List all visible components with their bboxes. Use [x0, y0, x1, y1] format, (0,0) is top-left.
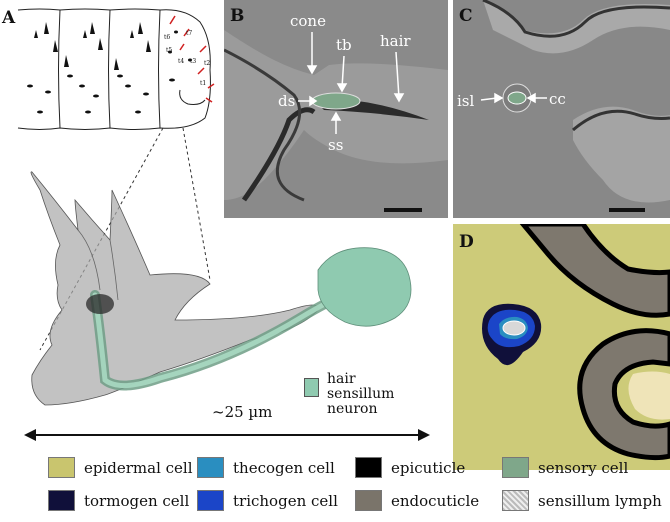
legend-label: trichogen cell	[233, 491, 338, 510]
legend-swatch	[502, 457, 529, 478]
label-hair: hair	[380, 32, 411, 50]
panel-b: B cone tb hair ds ss	[224, 0, 448, 218]
model-legend-label: hair sensillum neuron	[327, 371, 395, 417]
panel-c-arrows	[480, 92, 547, 104]
marker-t4: t4	[178, 58, 185, 65]
label-cc: cc	[549, 90, 566, 108]
marker-t5: t5	[166, 47, 173, 54]
legend-label: epicuticle	[391, 458, 466, 477]
label-ds: ds	[278, 92, 296, 110]
segmentation-map	[453, 224, 670, 470]
legend-item-trichogen-cell: trichogen cell	[197, 490, 338, 511]
panel-d-label: D	[459, 232, 474, 252]
em-image-cross-section	[453, 0, 670, 218]
label-ss: ss	[328, 136, 344, 154]
label-cone: cone	[290, 12, 326, 30]
legend-item-epidermal-cell: epidermal cell	[48, 457, 193, 478]
legend: epidermal cell thecogen cell epicuticle …	[0, 450, 670, 522]
legend-swatch	[197, 457, 224, 478]
panel-d: D	[453, 224, 670, 470]
label-isl: isl	[457, 92, 475, 110]
legend-swatch	[48, 490, 75, 511]
legend-swatch	[355, 490, 382, 511]
legend-swatch	[48, 457, 75, 478]
legend-item-epicuticle: epicuticle	[355, 457, 465, 478]
legend-swatch	[355, 457, 382, 478]
panel-a-label: A	[2, 8, 16, 28]
legend-item-endocuticle: endocuticle	[355, 490, 479, 511]
legend-label: sensory cell	[538, 458, 629, 477]
larva-segments-drawing	[17, 8, 215, 130]
marker-t7: t7	[186, 30, 193, 37]
legend-label: endocuticle	[391, 491, 480, 510]
sensillum-3d-model	[30, 127, 412, 406]
legend-item-tormogen-cell: tormogen cell	[48, 490, 189, 511]
marker-t2: t2	[204, 60, 211, 67]
marker-t6: t6	[164, 34, 171, 41]
legend-swatch	[197, 490, 224, 511]
legend-label: sensillum lymph	[538, 491, 662, 510]
panel-c: C isl cc	[453, 0, 670, 218]
legend-label: tormogen cell	[84, 491, 190, 510]
scale-label: ~25 µm	[212, 403, 273, 421]
legend-label: epidermal cell	[84, 458, 193, 477]
label-tb: tb	[336, 36, 352, 54]
marker-t3: t3	[190, 58, 197, 65]
legend-item-sensillum-lymph: sensillum lymph	[502, 490, 662, 511]
panel-b-arrows	[298, 32, 405, 134]
scale-arrow	[24, 429, 430, 441]
legend-swatch	[502, 490, 529, 511]
model-legend-swatch	[304, 378, 319, 397]
em-image-hair	[224, 0, 448, 218]
legend-label: thecogen cell	[233, 458, 335, 477]
legend-item-thecogen-cell: thecogen cell	[197, 457, 335, 478]
panel-c-label: C	[459, 6, 473, 26]
panel-b-label: B	[230, 6, 245, 26]
legend-item-sensory-cell: sensory cell	[502, 457, 628, 478]
panel-a: A t6 t7 t5 t4 t3 t2 t1	[0, 0, 224, 165]
marker-t1: t1	[200, 80, 207, 87]
